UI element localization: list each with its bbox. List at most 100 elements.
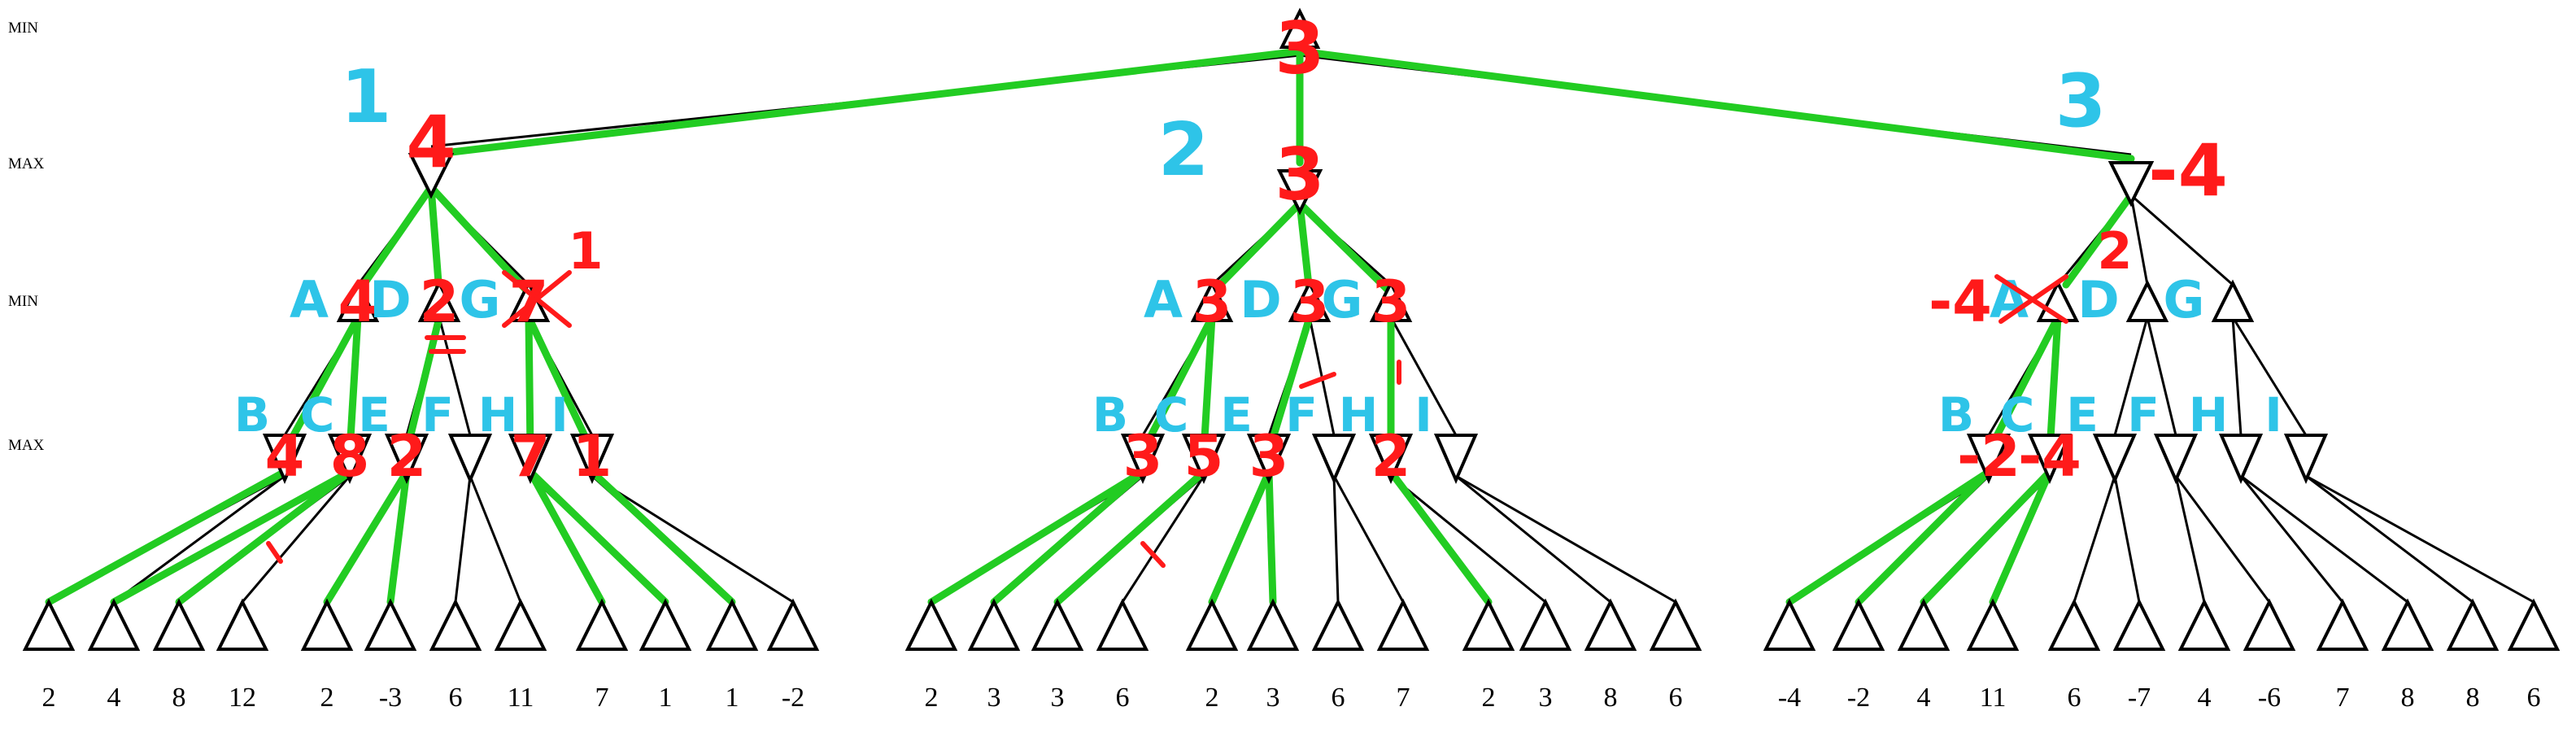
edge-max-to-leaf [591, 474, 794, 604]
edge-max-to-leaf [1390, 474, 1546, 604]
leaf-value: 6 [1116, 683, 1130, 713]
highlighted-edge [1387, 468, 1493, 606]
edge-max-to-leaf [2073, 475, 2116, 603]
max-node-label: H [2189, 387, 2229, 443]
max-node-value: 3 [1275, 133, 1324, 216]
max-node-value: 3 [1249, 423, 1289, 490]
leaf-value: 8 [1604, 683, 1618, 713]
max-node [2092, 434, 2138, 485]
leaf-node [300, 598, 354, 651]
max-node-label: B [234, 387, 270, 443]
max-node-value: -2 [1957, 423, 2020, 490]
max-node-label: I [1414, 387, 1432, 443]
edge-max-to-leaf [2305, 474, 2535, 604]
max-node [1246, 434, 1292, 485]
edge-max-to-leaf [2113, 475, 2141, 603]
leaf-value: 2 [320, 683, 334, 713]
leaf-node [364, 598, 417, 651]
highlighted-edge [45, 468, 289, 606]
leaf-value: -2 [782, 683, 804, 713]
leaf-node [575, 598, 629, 651]
leaf-value: 8 [2466, 683, 2480, 713]
highlighted-edge [526, 468, 669, 606]
max-node-value: -4 [2018, 423, 2081, 490]
max-node-label: H [478, 387, 518, 443]
strike-mark [1140, 541, 1166, 568]
highlighted-edge [386, 468, 411, 606]
edge-max-to-min [2129, 194, 2149, 286]
min-node [1288, 279, 1332, 322]
root-value: 3 [1275, 7, 1324, 90]
highlighted-edge [1265, 313, 1314, 456]
leaf-node [1311, 598, 1365, 651]
edge-max-to-leaf [2240, 474, 2408, 604]
leaf-node [2047, 598, 2101, 651]
max-node [1311, 434, 1357, 485]
edge-max-to-leaf [2174, 475, 2271, 603]
level-label-max-3: MAX [8, 437, 45, 454]
edge-max-to-min [2130, 194, 2234, 286]
leaf-node [2112, 598, 2166, 651]
leaf-value: -2 [1847, 683, 1870, 713]
strike-mark [1998, 274, 2068, 324]
min-node-label: D [1240, 270, 1281, 329]
leaf-value: 6 [2527, 683, 2541, 713]
leaf-value: -6 [2258, 683, 2281, 713]
subtree-order: 3 [2055, 59, 2107, 144]
leaf-value: 4 [107, 683, 121, 713]
highlighted-edge [427, 183, 443, 297]
highlighted-edge [110, 468, 354, 606]
leaf-node [1246, 598, 1300, 651]
max-node-value: 7 [511, 423, 551, 490]
min-node-label: A [290, 270, 329, 329]
leaf-node [904, 598, 958, 651]
min-node-value: 2 [420, 268, 460, 335]
leaf-value: 7 [595, 683, 609, 713]
max-node-label: E [358, 387, 390, 443]
leaf-node [2507, 598, 2561, 651]
edge-min-to-max [2113, 316, 2149, 436]
min-node-value-alt: 2 [2097, 221, 2132, 281]
min-node [2125, 279, 2169, 322]
leaf-node [2381, 598, 2434, 651]
strike-mark [266, 541, 283, 564]
leaf-node [2243, 598, 2296, 651]
root-min-node [1279, 7, 1321, 49]
leaf-value: 6 [1669, 683, 1683, 713]
max-node-label: F [2127, 387, 2160, 443]
min-node [1190, 279, 1234, 322]
highlighted-edge [427, 183, 533, 297]
leaf-value: 6 [449, 683, 463, 713]
leaf-value: -7 [2128, 683, 2151, 713]
leaf-value: 7 [1397, 683, 1410, 713]
leaf-value: 1 [726, 683, 739, 713]
leaf-node [967, 598, 1021, 651]
edge-max-to-leaf [2174, 475, 2206, 603]
highlighted-path-edges [45, 47, 2135, 606]
min-node-label: G [1322, 270, 1363, 329]
highlighted-edge [346, 313, 362, 456]
max-node-label: E [2066, 387, 2099, 443]
max-node [2153, 434, 2199, 485]
leaf-value: 2 [1205, 683, 1219, 713]
leaf-value: 4 [1917, 683, 1931, 713]
max-node-label: I [2264, 387, 2282, 443]
subtree-order: 2 [1158, 107, 1210, 193]
max-node [1966, 434, 2012, 485]
max-node-label: B [1092, 387, 1128, 443]
min-node [2211, 279, 2255, 322]
min-node-value-alt: 1 [568, 221, 603, 281]
max-node-label: I [551, 387, 569, 443]
leaf-node [87, 598, 141, 651]
strike-mark [502, 270, 572, 328]
edge-max-to-leaf [469, 475, 522, 603]
max-node-value: 2 [387, 423, 427, 490]
max-node-value: 4 [265, 423, 305, 490]
leaf-node [1649, 598, 1702, 651]
max-node [2283, 434, 2329, 485]
min-node [1369, 279, 1413, 322]
max-node-label: C [2000, 387, 2035, 443]
edge-max-to-leaf [1121, 475, 1205, 603]
